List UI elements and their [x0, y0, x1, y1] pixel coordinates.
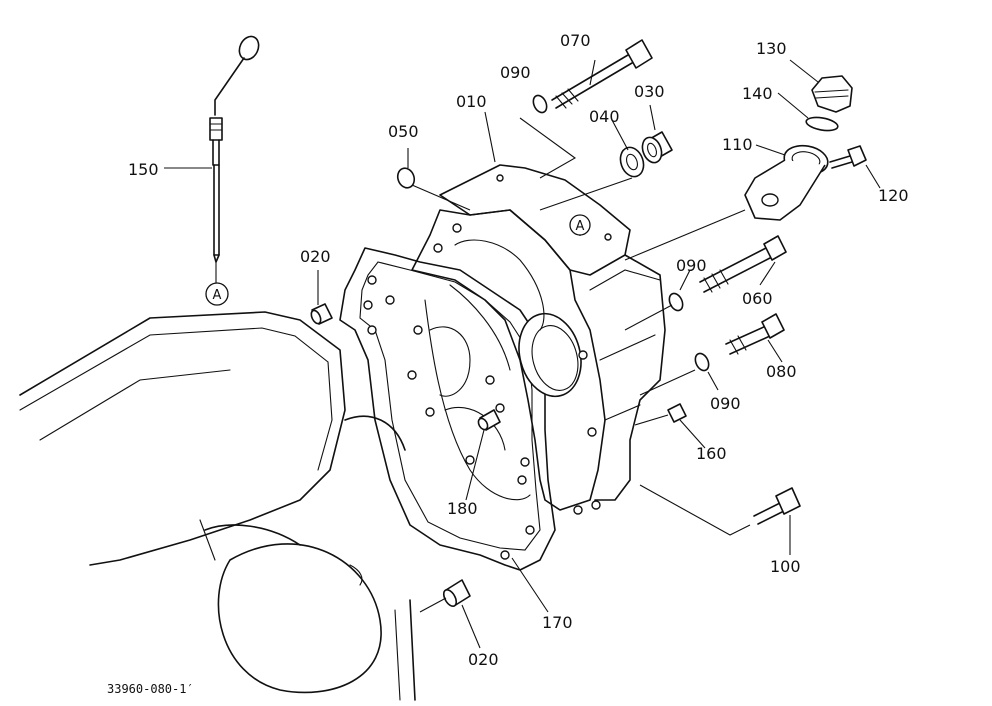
washer-090-low [694, 352, 710, 372]
reference-marker-a-dipstick: A [205, 282, 229, 306]
label-080: 080 [766, 362, 797, 381]
drawing-code: 33960-080-1′ [107, 682, 194, 696]
label-150: 150 [128, 160, 159, 179]
flywheel-housing-010 [407, 164, 666, 515]
part-labels: 150 020 050 010 090 070 040 030 130 140 … [128, 31, 909, 669]
pin-180 [477, 409, 501, 431]
bolt-080 [725, 313, 785, 355]
bushing-030 [641, 131, 673, 164]
dowel-pin-020-top [310, 303, 333, 325]
label-090-low: 090 [710, 394, 741, 413]
label-160: 160 [696, 444, 727, 463]
plug-160 [667, 403, 687, 423]
marker-a-text: A [213, 288, 222, 303]
dipstick-150 [209, 35, 260, 263]
label-050: 050 [388, 122, 419, 141]
reference-marker-a-housing: A [569, 214, 591, 236]
label-070: 070 [560, 31, 591, 50]
label-140: 140 [742, 84, 773, 103]
o-ring-140 [805, 116, 839, 132]
label-130: 130 [756, 39, 787, 58]
label-120: 120 [878, 186, 909, 205]
filler-cap-130 [811, 75, 853, 113]
label-170: 170 [542, 613, 573, 632]
bolt-060 [699, 235, 787, 293]
label-060: 060 [742, 289, 773, 308]
label-040: 040 [589, 107, 620, 126]
label-090-mid: 090 [676, 256, 707, 275]
plug-050 [396, 167, 416, 189]
leader-lines [164, 59, 881, 649]
washer-090-mid [668, 292, 684, 312]
label-030: 030 [634, 82, 665, 101]
engine-block-outline [19, 311, 416, 701]
marker-a-text: A [576, 219, 585, 234]
label-180: 180 [447, 499, 478, 518]
label-090-top: 090 [500, 63, 531, 82]
oil-filler-elbow-110 [744, 144, 829, 221]
bolt-100 [753, 487, 801, 525]
washer-090-top [532, 94, 548, 114]
bolt-070 [551, 39, 653, 109]
dowel-pin-020-bottom [442, 579, 471, 607]
bolt-120 [829, 145, 867, 169]
label-020-top: 020 [300, 247, 331, 266]
label-020-bottom: 020 [468, 650, 499, 669]
label-010: 010 [456, 92, 487, 111]
label-100: 100 [770, 557, 801, 576]
label-110: 110 [722, 135, 753, 154]
oil-seal-040 [619, 146, 645, 178]
